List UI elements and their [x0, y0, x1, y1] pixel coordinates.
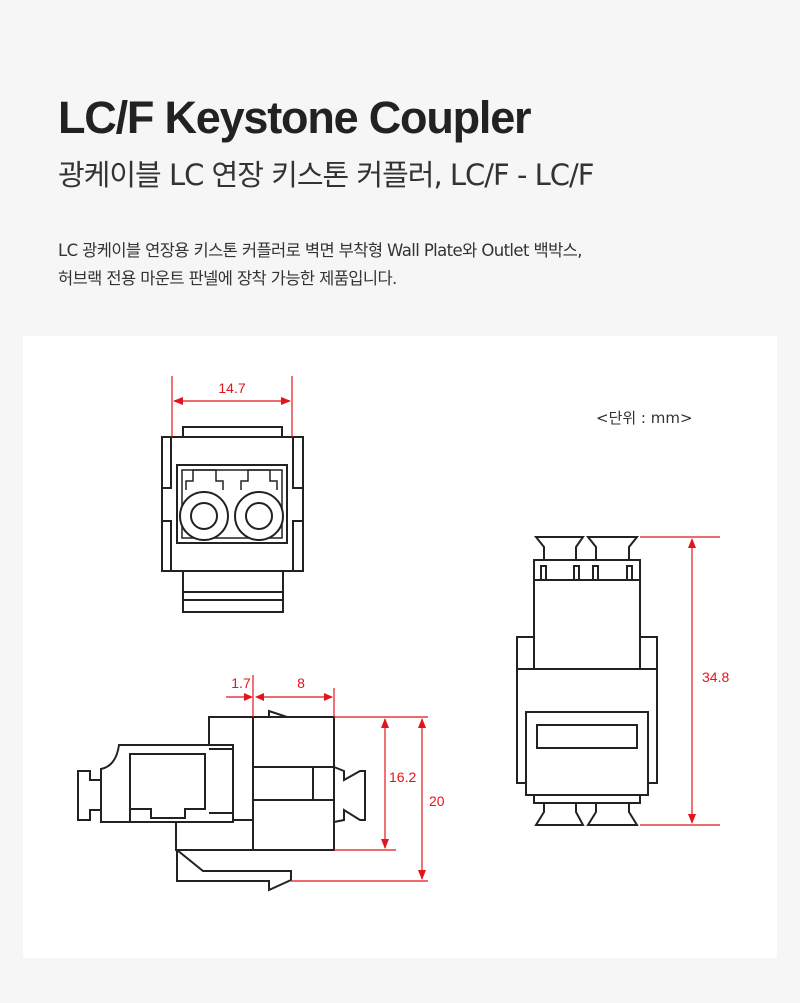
- page-subtitle: 광케이블 LC 연장 키스톤 커플러, LC/F - LC/F: [58, 158, 594, 192]
- side-view: 1.7 8 16.2 20: [77, 675, 445, 892]
- product-description: LC 광케이블 연장용 키스톤 커플러로 벽면 부착형 Wall Plate와 …: [58, 237, 582, 293]
- page-title: LC/F Keystone Coupler: [58, 92, 532, 143]
- total-height-label: 20: [429, 793, 445, 809]
- side-offset-label: 1.7: [231, 675, 251, 691]
- description-line: LC 광케이블 연장용 키스톤 커플러로 벽면 부착형 Wall Plate와 …: [58, 241, 582, 260]
- description-line: 허브랙 전용 마운트 판넬에 장착 가능한 제품입니다.: [58, 269, 397, 288]
- length-label: 34.8: [702, 669, 729, 685]
- front-view: 14.7: [161, 376, 304, 613]
- side-depth-label: 8: [297, 675, 305, 691]
- top-view: 34.8: [516, 536, 729, 826]
- unit-label: <단위 : mm>: [596, 409, 693, 427]
- inner-height-label: 16.2: [389, 769, 416, 785]
- front-width-label: 14.7: [218, 380, 245, 396]
